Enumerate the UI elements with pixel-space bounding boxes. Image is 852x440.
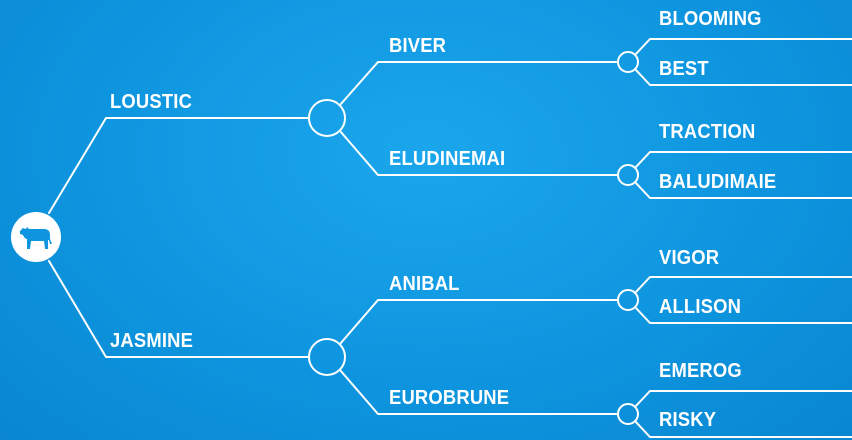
parent-label-1: LOUSTIC: [110, 91, 193, 113]
great-grandparent-label-7: EMEROG: [659, 360, 742, 382]
great-grandparent-label-2: BEST: [659, 58, 709, 80]
great-grandparent-label-8: RISKY: [659, 409, 717, 431]
connector-g3-2: [634, 68, 852, 86]
connector-g3-4: [634, 181, 852, 199]
connector-root-bottom: [48, 260, 310, 358]
node-circle-bottom: [308, 338, 346, 376]
great-grandparent-label-1: BLOOMING: [659, 8, 762, 30]
connector-g2-1: [339, 61, 618, 106]
cow-icon: [20, 227, 52, 249]
node-circle-g2-1: [617, 51, 639, 73]
connector-g2-3: [339, 299, 618, 345]
node-circle-g2-3: [617, 289, 639, 311]
root-node: [11, 212, 61, 262]
parent-label-2: JASMINE: [110, 330, 194, 352]
connector-g3-8: [634, 420, 852, 438]
node-circle-g2-4: [617, 403, 639, 425]
connector-g3-5: [634, 276, 852, 294]
grandparent-label-1: BIVER: [389, 35, 447, 57]
grandparent-label-2: ELUDINEMAI: [389, 148, 506, 170]
connector-g3-1: [634, 38, 852, 56]
connector-g3-6: [634, 306, 852, 324]
great-grandparent-label-6: ALLISON: [659, 296, 742, 318]
connector-root-top: [48, 117, 310, 214]
connector-g3-7: [634, 390, 852, 408]
great-grandparent-label-4: BALUDIMAIE: [659, 171, 777, 193]
great-grandparent-label-3: TRACTION: [659, 121, 756, 143]
connector-g2-2: [339, 130, 618, 176]
grandparent-label-4: EUROBRUNE: [389, 387, 510, 409]
node-circle-g2-2: [617, 164, 639, 186]
grandparent-label-3: ANIBAL: [389, 273, 460, 295]
connector-g3-3: [634, 151, 852, 169]
node-circle-top: [308, 99, 346, 137]
connector-g2-4: [339, 369, 618, 415]
great-grandparent-label-5: VIGOR: [659, 247, 720, 269]
